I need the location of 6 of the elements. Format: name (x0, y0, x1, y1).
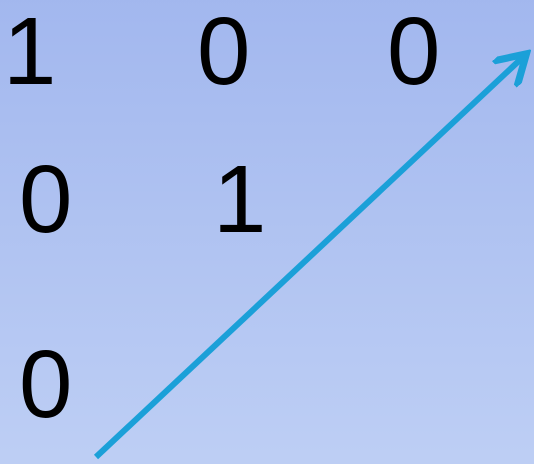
matrix-entry: 1 (3, 4, 56, 100)
matrix-entry: 0 (197, 4, 250, 100)
matrix-entry: 0 (19, 337, 72, 433)
matrix-entry: 1 (213, 152, 266, 248)
matrix-entry: 0 (19, 152, 72, 248)
matrix-entry: 0 (387, 4, 440, 100)
